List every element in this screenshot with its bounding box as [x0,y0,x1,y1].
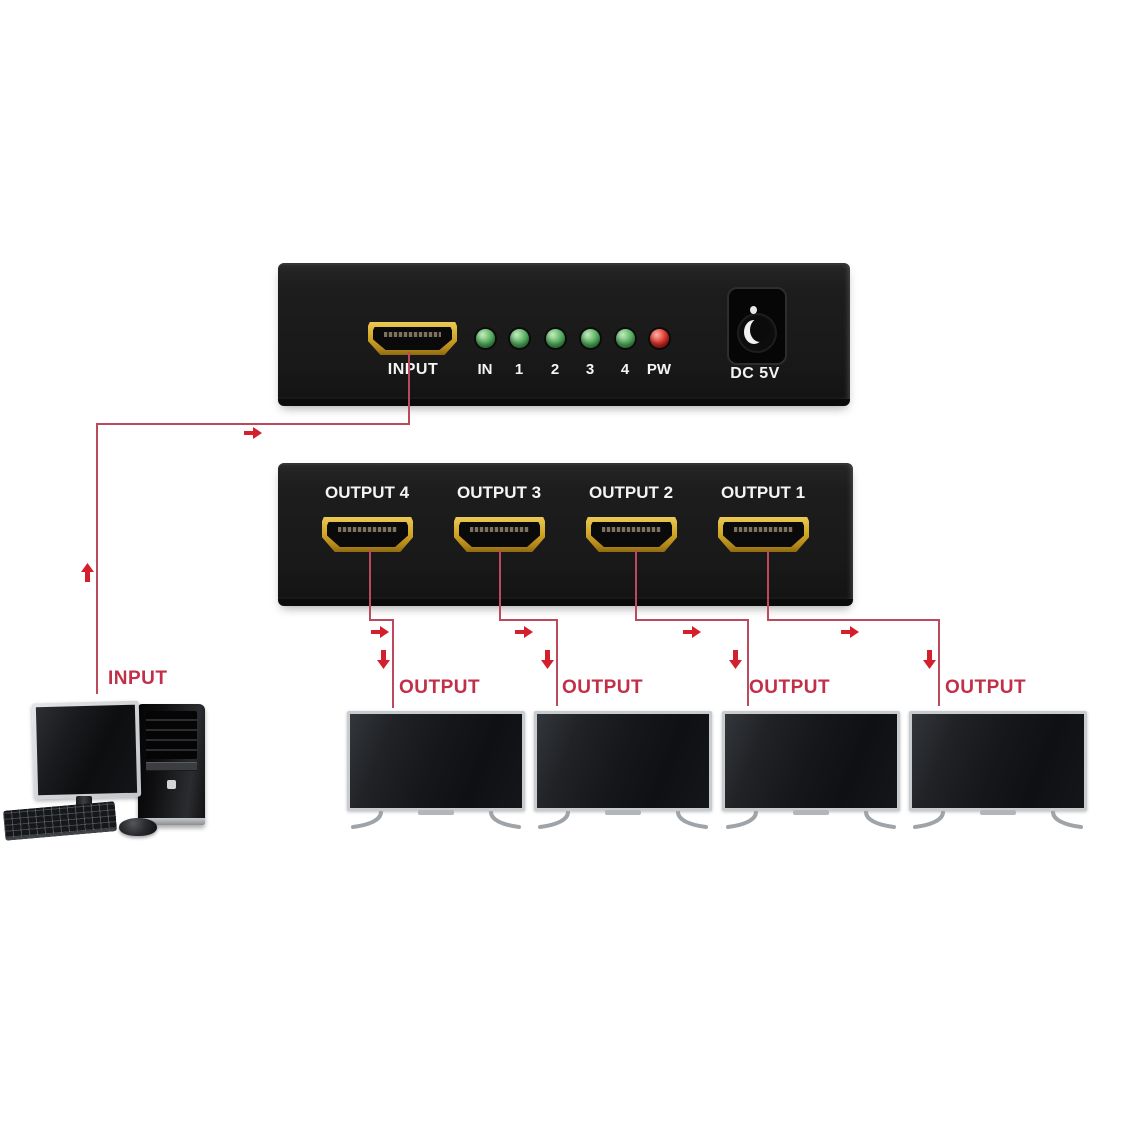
hdmi-input-port [368,322,457,355]
output-cable-segment [499,619,558,621]
tv-feet [351,811,521,829]
tv-frame [534,711,712,811]
pc-monitor-screen [35,704,138,796]
output-cable-segment [767,619,940,621]
output-cable-label-1: OUTPUT [399,677,481,698]
hdmi-output-port-3 [454,517,545,552]
pc-mouse [119,818,157,836]
pc-monitor [31,700,142,800]
hdmi-port-pins [384,332,441,337]
output-cable-segment [635,549,637,621]
hdmi-port-cavity [591,522,672,547]
hdmi-output-port-2 [586,517,677,552]
tv-screen [912,714,1084,808]
tv-feet [538,811,708,829]
arrow-down-icon [923,650,936,669]
dc-power-jack [727,287,787,365]
input-port-label: INPUT [387,361,439,378]
tv-screen [725,714,897,808]
output-cable-segment [392,620,394,708]
led-4-indicator [616,329,635,348]
splitter-front-panel: INPUT IN 1 2 3 4 PW DC 5V [278,263,850,406]
output-port-label-1: OUTPUT 1 [720,483,806,502]
tv-stand [605,810,641,815]
pc-tower-base [138,818,205,825]
arrow-right-icon [841,626,859,638]
tv-display-4 [909,711,1087,829]
led-in-indicator [476,329,495,348]
dc-jack-barrel [737,313,777,353]
led-label-4: 4 [620,361,630,378]
arrow-down-icon [541,650,554,669]
hdmi-port-cavity [459,522,540,547]
tv-stand [980,810,1016,815]
arrow-right-icon [244,427,262,439]
tv-display-3 [722,711,900,829]
arrow-right-icon [515,626,533,638]
tv-display-2 [534,711,712,829]
output-cable-segment [938,620,940,706]
pc-logo [167,780,176,789]
led-label-1: 1 [514,361,524,378]
tv-feet [913,811,1083,829]
output-port-label-3: OUTPUT 3 [456,483,542,502]
tv-feet [726,811,896,829]
hdmi-output-port-1 [718,517,809,552]
arrow-right-icon [371,626,389,638]
tv-screen [350,714,522,808]
arrow-down-icon [729,650,742,669]
input-cable-segment [408,352,410,424]
tv-stand [418,810,454,815]
output-cable-segment [635,619,749,621]
pc-dvd-tray [146,762,197,771]
input-cable-segment [96,423,410,425]
splitter-output-panel: OUTPUT 4 OUTPUT 3 OUTPUT 2 OUTPUT 1 [278,463,853,606]
tv-frame [347,711,525,811]
hdmi-port-pins [602,527,661,532]
output-cable-segment [499,549,501,621]
output-cable-segment [369,549,371,621]
led-label-pw: PW [646,361,672,378]
hdmi-port-pins [338,527,397,532]
arrow-up-icon [81,563,94,582]
hdmi-port-cavity [327,522,408,547]
pc-drive-bays [146,711,197,759]
tv-frame [909,711,1087,811]
output-cable-segment [767,549,769,621]
tv-stand [793,810,829,815]
input-cable-label: INPUT [108,668,168,689]
led-3-indicator [581,329,600,348]
output-cable-label-2: OUTPUT [562,677,644,698]
hdmi-port-cavity [723,522,804,547]
arrow-right-icon [683,626,701,638]
led-label-in: IN [477,361,493,378]
tv-screen [537,714,709,808]
pc-keyboard [2,801,118,841]
hdmi-output-port-4 [322,517,413,552]
led-2-indicator [546,329,565,348]
output-cable-segment [369,619,394,621]
hdmi-port-pins [470,527,529,532]
input-cable-segment [96,424,98,694]
arrow-down-icon [377,650,390,669]
led-label-2: 2 [550,361,560,378]
pc-tower [138,704,205,825]
dc-5v-label: DC 5V [730,365,780,382]
hdmi-port-pins [734,527,793,532]
led-1-indicator [510,329,529,348]
tv-frame [722,711,900,811]
tv-display-1 [347,711,525,829]
output-port-label-4: OUTPUT 4 [324,483,410,502]
output-port-label-2: OUTPUT 2 [588,483,674,502]
output-cable-label-3: OUTPUT [749,677,831,698]
output-cable-segment [556,620,558,706]
led-label-3: 3 [585,361,595,378]
hdmi-port-cavity [373,327,452,350]
led-pw-indicator [650,329,669,348]
dc-jack-pin [750,306,757,314]
output-cable-label-4: OUTPUT [945,677,1027,698]
output-cable-segment [747,620,749,706]
